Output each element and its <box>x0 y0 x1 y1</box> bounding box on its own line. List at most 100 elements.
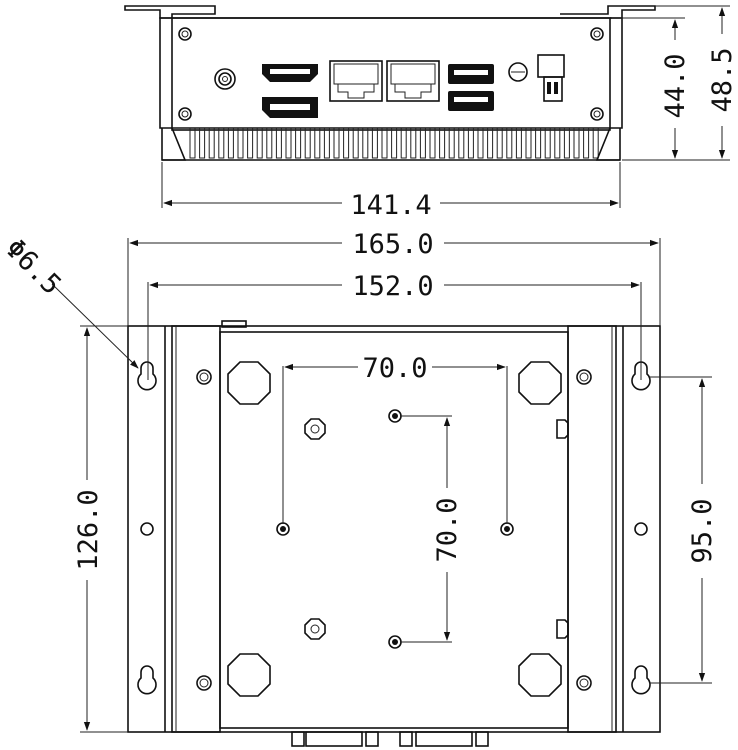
power-button <box>508 62 528 82</box>
dim-label-total-width: 165.0 <box>352 229 433 260</box>
heatsink-fin <box>477 128 484 159</box>
heatsink-fin <box>487 128 494 159</box>
boss <box>556 619 569 639</box>
boss <box>304 618 326 640</box>
heatsink-fin <box>371 128 378 159</box>
heatsink-fin <box>199 128 206 159</box>
heatsink-fin <box>515 128 522 159</box>
heatsink-fins <box>189 128 599 159</box>
keyhole-slot <box>137 665 157 695</box>
heatsink-fin <box>266 128 273 159</box>
heatsink-fin <box>381 128 388 159</box>
dim-label-vesa-vertical: 70.0 <box>432 497 463 562</box>
heatsink-fin <box>592 128 599 159</box>
heatsink-fin <box>391 128 398 159</box>
heatsink-fin <box>535 128 542 159</box>
dimension-hole-diameter: Φ6.5 <box>0 233 139 369</box>
heatsink-fin <box>237 128 244 159</box>
rubber-foot <box>227 653 271 697</box>
heatsink-fin <box>439 128 446 159</box>
heatsink-fin <box>333 128 340 159</box>
side-hole <box>140 522 154 536</box>
heatsink-fin <box>247 128 254 159</box>
dimension-total-width: 165.0 <box>127 229 661 326</box>
heatsink-fin <box>448 128 455 159</box>
right-mounting-flange <box>560 5 656 19</box>
top-tab <box>221 320 247 328</box>
rail-screw <box>196 369 212 385</box>
heatsink-fin <box>304 128 311 159</box>
boss <box>304 418 326 440</box>
dimension-front-width: 141.4 <box>161 162 621 221</box>
front-screw <box>178 27 192 41</box>
heatsink-fin <box>218 128 225 159</box>
heatsink-fin <box>295 128 302 159</box>
heatsink-fin <box>227 128 234 159</box>
dim-label-slot-spacing: 95.0 <box>687 498 718 563</box>
right-rail <box>567 325 617 733</box>
heatsink-fin <box>208 128 215 159</box>
front-screw <box>590 27 604 41</box>
central-plate <box>219 331 569 729</box>
hdmi-port <box>262 64 318 82</box>
left-foot <box>161 127 187 161</box>
keyhole-slot <box>631 665 651 695</box>
left-mounting-flange <box>124 5 216 19</box>
heatsink-fin <box>554 128 561 159</box>
heatsink-fin <box>429 128 436 159</box>
keyhole-slot <box>137 361 157 391</box>
rubber-foot <box>518 653 562 697</box>
front-screw <box>178 107 192 121</box>
antenna-connector <box>214 68 236 90</box>
vesa-hole <box>388 635 402 649</box>
heatsink-fin <box>525 128 532 159</box>
dimension-hole-spacing: 152.0 <box>147 271 642 380</box>
heatsink-fin <box>496 128 503 159</box>
dim-label-hole-spacing: 152.0 <box>352 271 433 302</box>
heatsink-fin <box>362 128 369 159</box>
heatsink-fin <box>506 128 513 159</box>
dim-label-front-total-height: 48.5 <box>707 47 738 112</box>
heatsink-fin <box>410 128 417 159</box>
rail-screw <box>576 675 592 691</box>
dim-label-height: 126.0 <box>73 489 104 570</box>
heatsink-fin <box>563 128 570 159</box>
rail-screw <box>576 369 592 385</box>
right-foot <box>595 127 621 161</box>
front-screw <box>590 107 604 121</box>
heatsink-fin <box>285 128 292 159</box>
dimension-slot-spacing: 95.0 <box>650 376 718 684</box>
heatsink-fin <box>544 128 551 159</box>
left-rail <box>171 325 221 733</box>
heatsink-fin <box>314 128 321 159</box>
rubber-foot <box>227 361 271 405</box>
heatsink-fin <box>343 128 350 159</box>
heatsink-fin <box>583 128 590 159</box>
heatsink-fin <box>458 128 465 159</box>
heatsink-fin <box>352 128 359 159</box>
dimension-vesa-horizontal: 70.0 <box>282 353 508 524</box>
dimension-vesa-vertical: 70.0 <box>400 415 463 643</box>
heatsink-fin <box>573 128 580 159</box>
dim-label-front-width: 141.4 <box>350 190 431 221</box>
keyhole-slot <box>631 361 651 391</box>
bottom-view: 165.0 152.0 Φ6.5 70.0 <box>0 229 718 747</box>
dimension-front-inner-height: 44.0 <box>612 17 691 161</box>
heatsink-fin <box>467 128 474 159</box>
heatsink-fin <box>400 128 407 159</box>
boss <box>556 419 569 439</box>
heatsink-fin <box>323 128 330 159</box>
mounting-plate-outline <box>127 325 661 733</box>
rubber-foot <box>518 361 562 405</box>
rail-screw <box>196 675 212 691</box>
heatsink-fin <box>256 128 263 159</box>
dc-power-jack <box>537 54 565 102</box>
heatsink-fin <box>189 128 196 159</box>
ethernet-port <box>329 60 383 102</box>
vesa-hole <box>500 522 514 536</box>
vesa-hole <box>276 522 290 536</box>
dim-label-vesa-horizontal: 70.0 <box>362 353 427 384</box>
dim-label-hole-diameter: Φ6.5 <box>0 233 67 301</box>
usb-port <box>448 64 494 84</box>
side-hole <box>634 522 648 536</box>
